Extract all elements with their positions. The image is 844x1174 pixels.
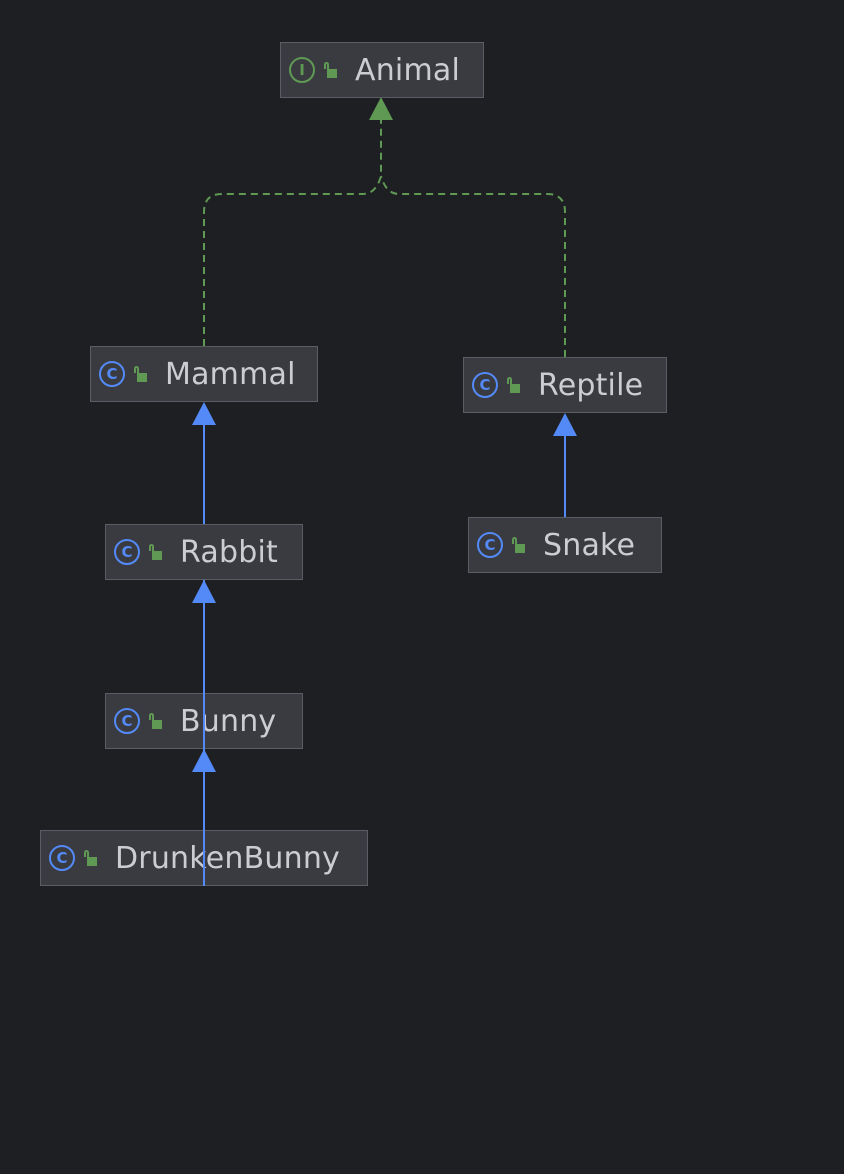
node-label: DrunkenBunny <box>115 840 341 876</box>
node-rabbit[interactable]: C Rabbit <box>105 524 303 580</box>
node-label: Snake <box>543 527 636 563</box>
class-icon: C <box>114 539 140 565</box>
node-animal[interactable]: I Animal <box>280 42 484 98</box>
public-lock-icon <box>133 365 147 383</box>
public-lock-icon <box>511 536 525 554</box>
class-icon: C <box>49 845 75 871</box>
interface-icon: I <box>289 57 315 83</box>
node-label: Reptile <box>538 367 644 403</box>
public-lock-icon <box>83 849 97 867</box>
public-lock-icon <box>148 712 162 730</box>
node-label: Animal <box>355 52 461 88</box>
node-bunny[interactable]: C Bunny <box>105 693 303 749</box>
class-icon: C <box>477 532 503 558</box>
node-mammal[interactable]: C Mammal <box>90 346 318 402</box>
public-lock-icon <box>506 376 520 394</box>
class-icon: C <box>472 372 498 398</box>
arrowhead-reptile <box>553 413 577 436</box>
node-snake[interactable]: C Snake <box>468 517 662 573</box>
public-lock-icon <box>148 543 162 561</box>
public-lock-icon <box>323 61 337 79</box>
class-icon: C <box>114 708 140 734</box>
node-label: Mammal <box>165 356 296 392</box>
node-label: Rabbit <box>180 534 278 570</box>
node-reptile[interactable]: C Reptile <box>463 357 667 413</box>
arrowhead-rabbit <box>192 580 216 603</box>
edge-mammal-implements-animal <box>203 120 382 346</box>
arrowhead-bunny <box>192 749 216 772</box>
node-label: Bunny <box>180 703 277 739</box>
arrowhead-animal <box>369 97 393 120</box>
arrowhead-mammal <box>192 402 216 425</box>
class-icon: C <box>99 361 125 387</box>
node-drunkenbunny[interactable]: C DrunkenBunny <box>40 830 368 886</box>
edge-reptile-implements-animal <box>380 175 566 357</box>
